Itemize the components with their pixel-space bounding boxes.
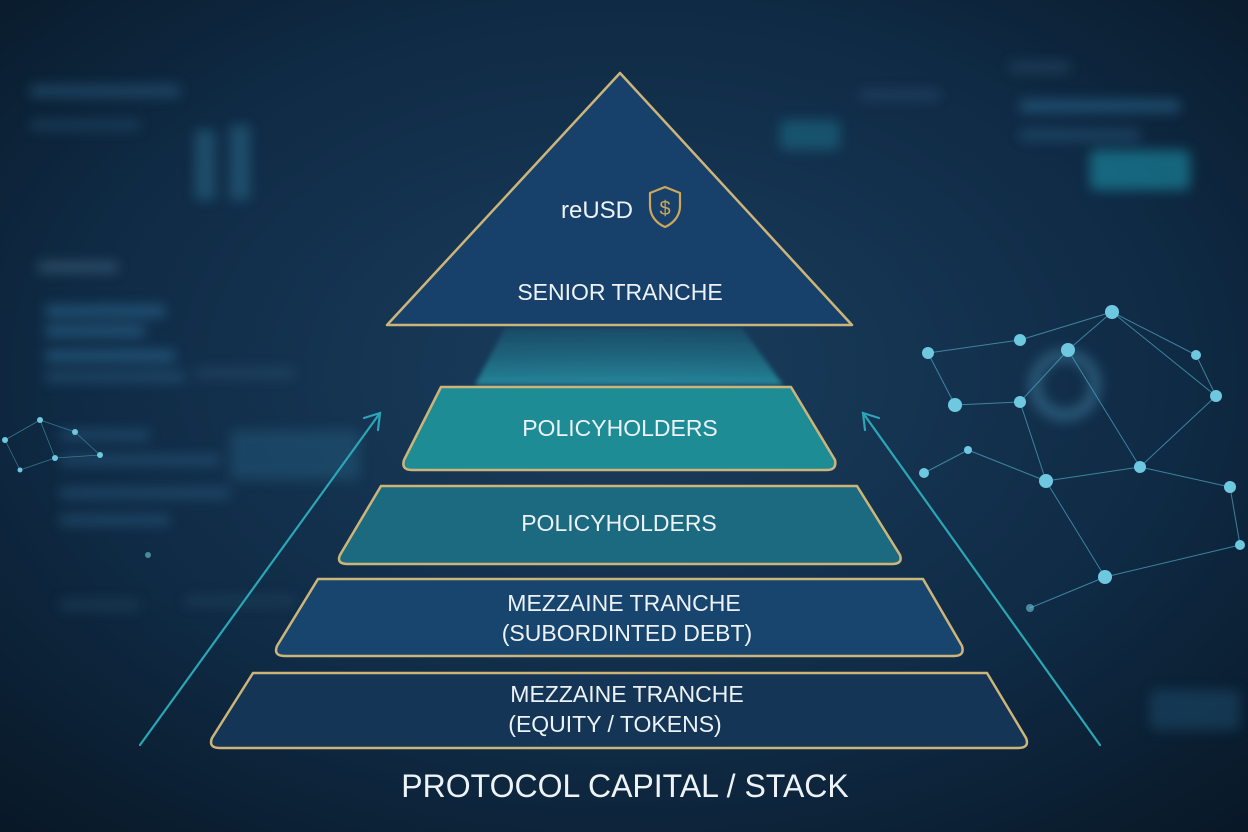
tier-4-trapezoid (209, 671, 1029, 750)
arrow-up-right (861, 411, 1102, 747)
network-graph-left (4, 419, 101, 471)
network-graph-right (923, 311, 1241, 609)
tier-3-trapezoid (274, 577, 964, 658)
tier-4-label-line1: MEZZAINE TRANCHE (510, 681, 743, 707)
network-nodes-right (919, 305, 1245, 612)
network-nodes-left (2, 417, 151, 558)
background-dashboard-right (780, 62, 1240, 730)
senior-tranche-triangle (385, 71, 854, 327)
shield-dollar-icon: $ (648, 185, 682, 229)
light-beam (475, 328, 783, 385)
tier-2-label: POLICYHOLDERS (521, 510, 717, 536)
tier-1-label: POLICYHOLDERS (522, 415, 718, 441)
tier-3-label-line2: (SUBORDINTED DEBT) (502, 620, 752, 646)
senior-tranche-label: SENIOR TRANCHE (517, 279, 722, 305)
tier-4-label-line2: (EQUITY / TOKENS) (508, 711, 721, 737)
tier-1-trapezoid (402, 385, 837, 472)
tier-2-trapezoid (337, 484, 902, 566)
svg-text:$: $ (659, 198, 670, 220)
arrow-up-left (138, 411, 382, 747)
tier-3-label-line1: MEZZAINE TRANCHE (507, 590, 740, 616)
top-token-label: reUSD (561, 197, 633, 224)
diagram-caption: PROTOCOL CAPITAL / STACK (401, 768, 849, 804)
